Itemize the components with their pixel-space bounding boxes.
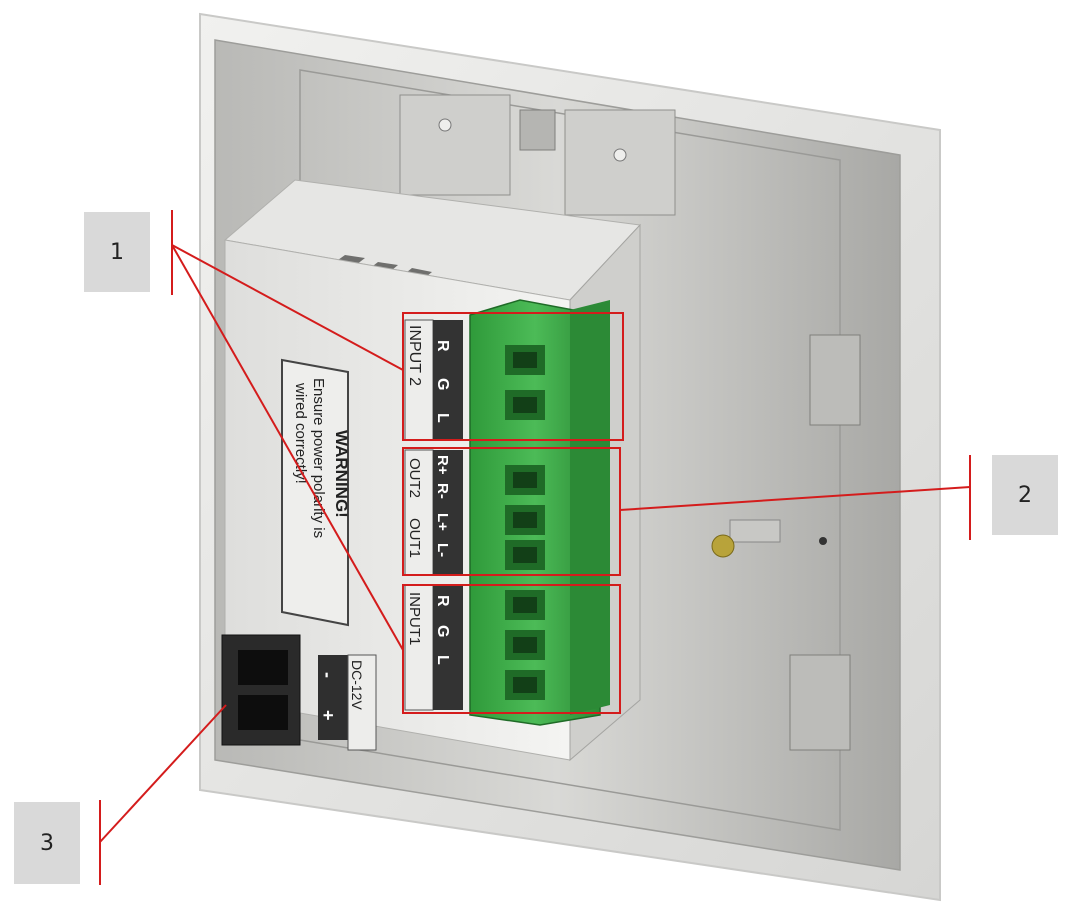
out2-label: OUT2: [406, 458, 423, 498]
callout-2-number: 2: [1018, 482, 1032, 508]
callout-2-leader: [619, 486, 971, 511]
out2-pin-rminus: R-: [434, 483, 451, 499]
green-terminal-block: [469, 299, 610, 726]
in1-pin-g: G: [434, 625, 451, 637]
dc-pin-minus: -: [318, 672, 338, 678]
in1-pin-r: R: [434, 595, 451, 607]
callout-3: 3: [14, 802, 80, 884]
input1-label: INPUT1: [406, 592, 423, 645]
out1-pin-lplus: L+: [434, 513, 451, 531]
out1-pin-lminus: L-: [434, 543, 451, 557]
out-label-group: OUT2 OUT1 R+ R- L+ L-: [404, 449, 463, 576]
out2-pin-rplus: R+: [434, 455, 451, 475]
callout-1-leader-a: [171, 244, 404, 371]
dc-label: DC-12V: [349, 660, 365, 710]
in2-pin-l: L: [434, 413, 451, 423]
in2-pin-r: R: [434, 340, 451, 352]
warning-line-1: Ensure power polarity is: [310, 378, 327, 538]
in2-pin-g: G: [434, 378, 451, 390]
input2-label: INPUT 2: [406, 325, 423, 386]
warning-label: [281, 358, 349, 627]
highlight-input2: [402, 312, 624, 441]
highlight-outputs: [402, 447, 621, 576]
callout-3-number: 3: [40, 830, 54, 856]
callout-1-number: 1: [110, 239, 124, 265]
top-clip-right: [564, 109, 676, 216]
dc-connector: - + DC-12V: [221, 634, 377, 751]
callout-2: 2: [992, 455, 1058, 535]
callout-1: 1: [84, 212, 150, 292]
input1-label-group: INPUT1 R G L: [404, 584, 463, 711]
warning-title: WARNING!: [332, 430, 351, 518]
callout-3-leader: [99, 704, 227, 843]
warning-line-2: wired correctly!: [292, 382, 309, 484]
dc-pin-plus: +: [318, 710, 338, 721]
brass-screw: [711, 534, 735, 558]
top-clip-left: [399, 94, 511, 196]
out1-label: OUT1: [406, 518, 423, 558]
in1-pin-l: L: [434, 655, 451, 665]
input2-label-group: INPUT 2 R G L: [404, 319, 463, 441]
callout-1-leader-b: [171, 244, 404, 651]
